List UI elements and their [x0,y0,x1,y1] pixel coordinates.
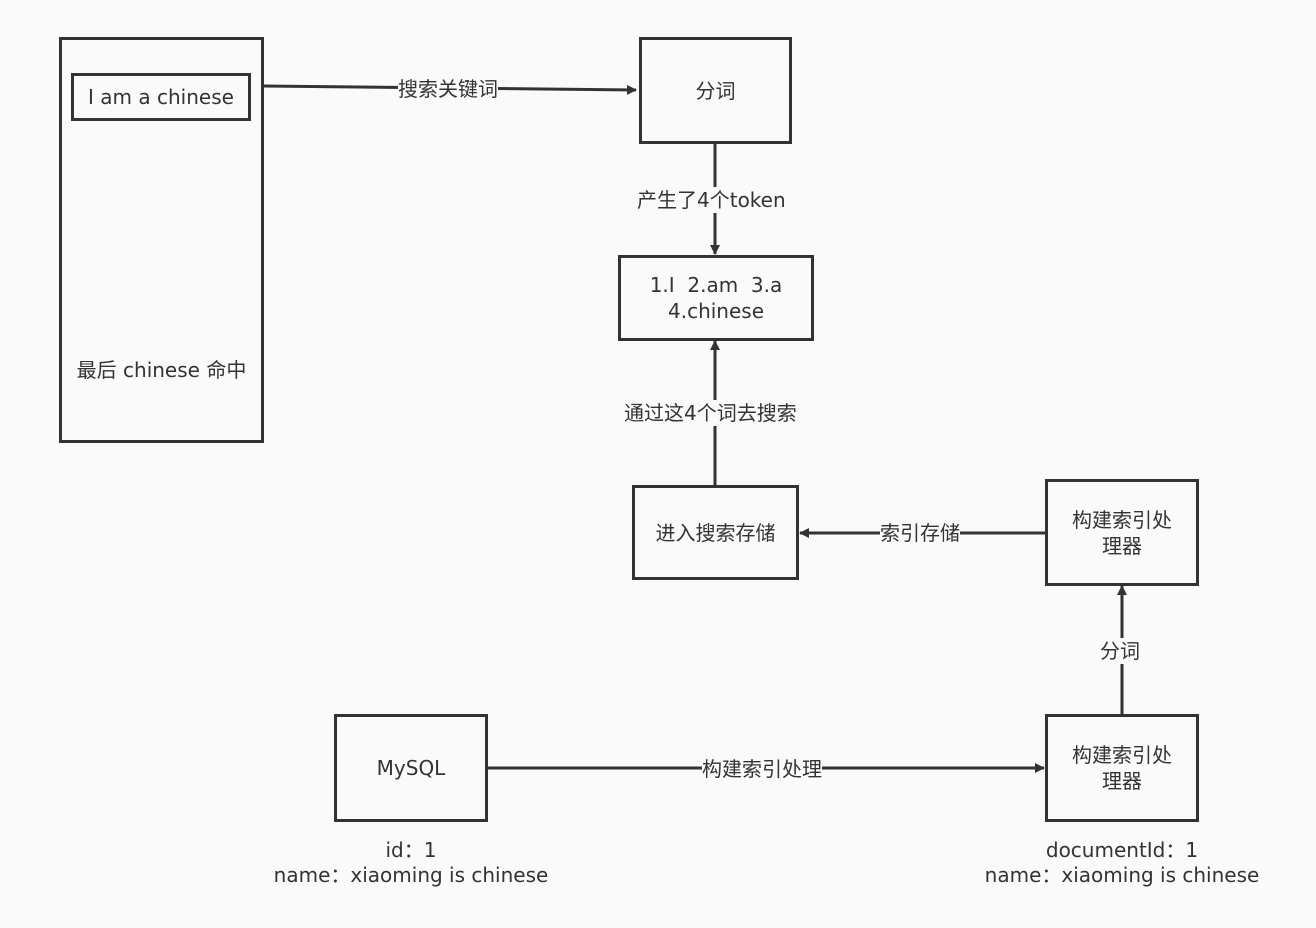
document-record-caption: documentId：1 name：xiaoming is chinese [972,838,1272,888]
mysql-record-line-1: id：1 [385,838,437,862]
edge-label-search-keyword: 搜索关键词 [398,76,498,102]
tokenize-label: 分词 [695,78,736,103]
edge-label-produce-tokens: 产生了4个token [637,187,786,213]
mysql-box: MySQL [334,714,488,822]
edge-label-index-store: 索引存储 [880,520,960,546]
tokens-line-2: 4.chinese [667,299,764,323]
search-query-box: I am a chinese [71,73,251,121]
document-record-line-1: documentId：1 [1045,838,1199,862]
index-builder-top-box: 构建索引处 理器 [1045,479,1199,586]
mysql-record-caption: id：1 name：xiaoming is chinese [261,838,561,888]
search-storage-label: 进入搜索存储 [655,520,776,545]
tokens-line-1: 1.I 2.am 3.a [649,273,783,297]
index-builder-bottom-box: 构建索引处 理器 [1045,714,1199,822]
edge-label-tokenize-up: 分词 [1100,638,1140,664]
edge-label-search-by-tokens: 通过这4个词去搜索 [624,400,797,426]
search-storage-box: 进入搜索存储 [632,485,799,580]
document-record-line-2: name：xiaoming is chinese [984,863,1260,887]
index-builder-top-line-2: 理器 [1102,533,1142,558]
index-builder-bottom-line-1: 构建索引处 [1072,743,1172,767]
edge-label-build-index: 构建索引处理 [702,756,822,782]
index-builder-top-line-1: 构建索引处 [1072,507,1172,532]
index-builder-bottom-line-2: 理器 [1102,769,1142,793]
tokenize-box: 分词 [639,37,792,144]
search-result-text: 最后 chinese 命中 [76,358,247,382]
mysql-label: MySQL [376,756,446,780]
search-query-text: I am a chinese [88,85,234,109]
tokens-box: 1.I 2.am 3.a 4.chinese [618,255,814,341]
mysql-record-line-2: name：xiaoming is chinese [273,863,549,887]
